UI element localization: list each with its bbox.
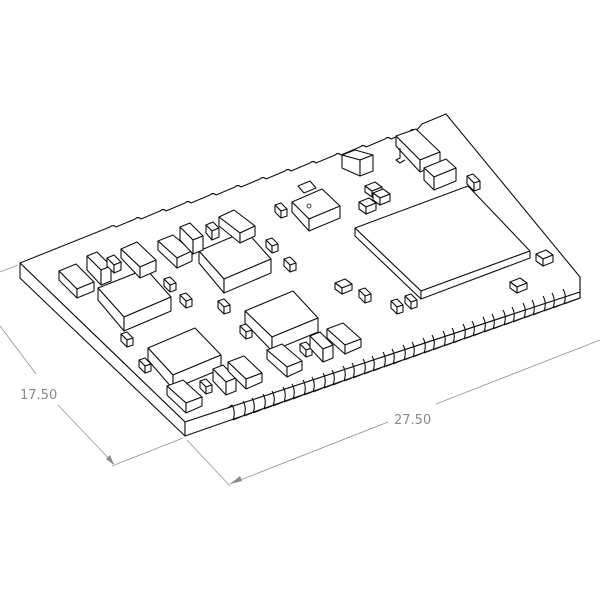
connector bbox=[395, 128, 457, 191]
ic-package-1 bbox=[97, 268, 172, 332]
components bbox=[58, 128, 554, 414]
dimension-width-label: 17.50 bbox=[18, 388, 60, 403]
crystal-oscillator bbox=[291, 180, 341, 232]
ic-package-3 bbox=[147, 327, 222, 390]
ic-package-4 bbox=[244, 290, 319, 352]
ic-package-2 bbox=[198, 230, 272, 294]
castellated-pads-front bbox=[227, 288, 581, 421]
pin1-dot-icon bbox=[306, 203, 312, 209]
dimension-lines bbox=[0, 264, 600, 487]
passive-components bbox=[58, 149, 554, 414]
large-ic-shield bbox=[354, 185, 531, 300]
dimension-length-label: 27.50 bbox=[392, 413, 434, 428]
